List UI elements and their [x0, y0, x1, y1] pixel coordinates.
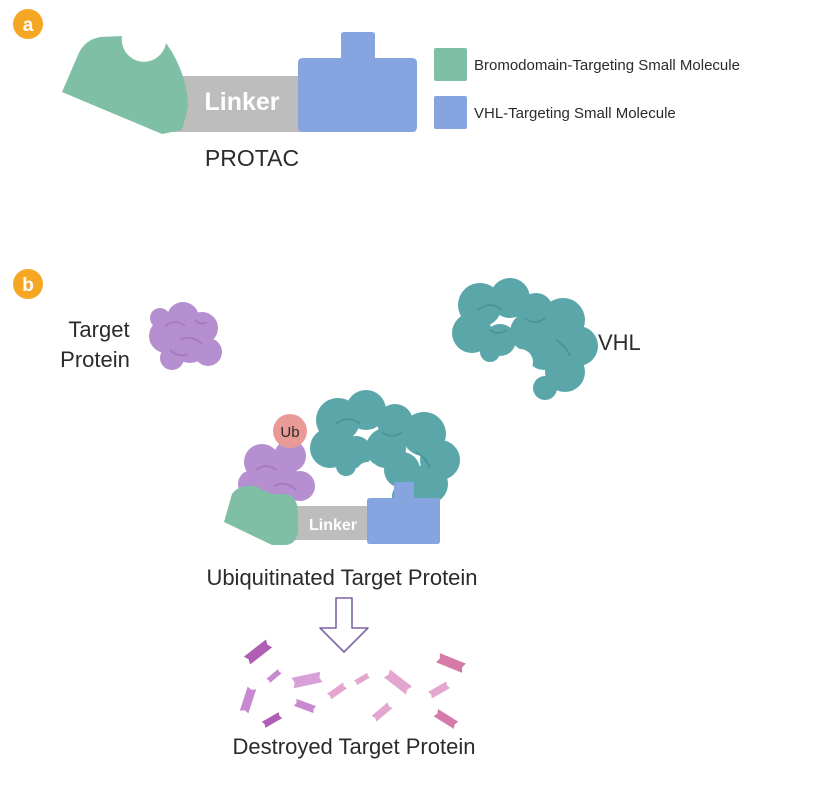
- legend-label-bromodomain: Bromodomain-Targeting Small Molecule: [474, 57, 740, 74]
- svg-text:a: a: [23, 15, 34, 36]
- vhl-label: VHL: [598, 330, 641, 355]
- fragment: [383, 669, 413, 695]
- protac-label: PROTAC: [205, 145, 299, 171]
- legend-label-vhl-ligand: VHL-Targeting Small Molecule: [474, 105, 676, 122]
- legend-swatch-vhl-ligand: [434, 96, 467, 129]
- badge-a: a: [13, 9, 43, 39]
- legend-swatch-bromodomain: [434, 48, 467, 81]
- vhl-protein-shape: [452, 278, 598, 400]
- vhl-ligand-shape: [298, 32, 417, 132]
- legend: Bromodomain-Targeting Small Molecule VHL…: [434, 48, 740, 129]
- complex-bromodomain-ligand-shape: [224, 486, 298, 545]
- fragment: [428, 681, 450, 699]
- fragment: [433, 709, 459, 729]
- svg-text:b: b: [22, 275, 34, 296]
- target-protein-label-line2: Protein: [60, 347, 130, 372]
- fragment: [436, 653, 466, 673]
- target-protein-shape: [149, 302, 222, 370]
- bromodomain-ligand-shape: [62, 36, 188, 134]
- fragment: [239, 686, 257, 714]
- fragment: [291, 671, 323, 689]
- ubiquitin-label: Ub: [280, 424, 299, 441]
- fragment: [293, 698, 317, 714]
- fragment: [371, 702, 393, 722]
- fragment: [353, 672, 371, 686]
- ternary-complex: Ub Linker: [224, 390, 460, 545]
- linker-label: Linker: [204, 88, 279, 116]
- fragment: [261, 712, 283, 728]
- fragment: [266, 668, 282, 684]
- legend-item-vhl-ligand: VHL-Targeting Small Molecule: [434, 96, 676, 129]
- legend-item-bromodomain: Bromodomain-Targeting Small Molecule: [434, 48, 740, 81]
- protac-molecule: Linker: [62, 32, 417, 134]
- complex-linker-label: Linker: [309, 517, 357, 534]
- degradation-arrow: [319, 597, 369, 653]
- badge-b: b: [13, 269, 43, 299]
- ubiquitin-tag: Ub: [273, 414, 307, 448]
- fragment: [326, 682, 348, 700]
- target-protein-label-line1: Target: [68, 317, 129, 342]
- complex-vhl-ligand-shape: [367, 482, 440, 544]
- complex-vhl-protein: [310, 390, 460, 508]
- destroyed-label: Destroyed Target Protein: [233, 734, 476, 759]
- fragment: [243, 639, 273, 665]
- ubiquitinated-label: Ubiquitinated Target Protein: [206, 565, 477, 590]
- protein-fragments: [239, 639, 466, 729]
- linker-bar: [170, 76, 310, 132]
